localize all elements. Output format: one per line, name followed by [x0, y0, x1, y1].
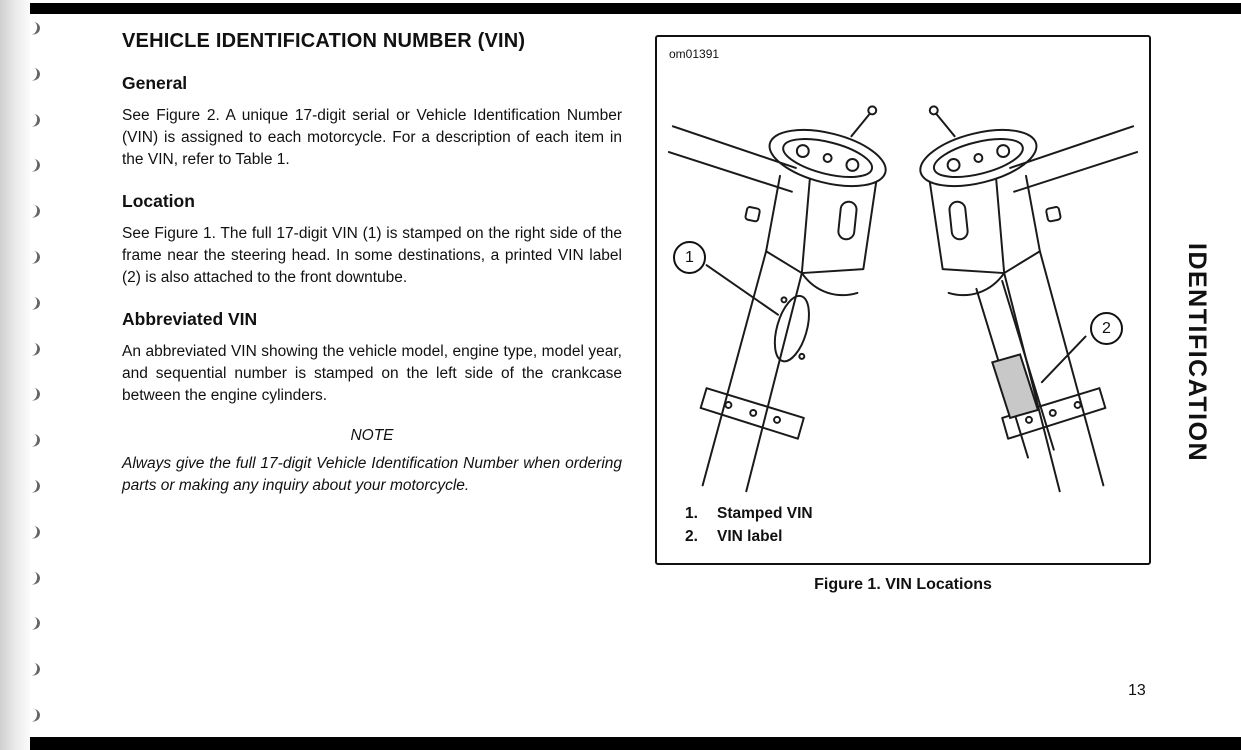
vin-locations-drawing	[667, 105, 1139, 493]
main-text-column: VEHICLE IDENTIFICATION NUMBER (VIN) Gene…	[122, 30, 622, 497]
binding-marks	[29, 21, 42, 723]
binding-mark	[29, 387, 42, 403]
binding-mark	[29, 616, 42, 632]
scan-top-bar	[30, 3, 1241, 14]
binding-mark	[29, 250, 42, 265]
chapter-tab-identification: IDENTIFICATION	[1183, 243, 1211, 463]
binding-mark	[29, 525, 42, 540]
binding-mark	[29, 479, 42, 494]
binding-mark	[29, 112, 42, 128]
page-title: VEHICLE IDENTIFICATION NUMBER (VIN)	[122, 30, 526, 52]
section-heading-general: General	[122, 73, 188, 93]
figure-legend: 1. Stamped VIN 2. VIN label	[685, 505, 813, 551]
figure-box: om01391	[655, 35, 1151, 565]
section-body-abbreviated-vin: An abbreviated VIN showing the vehicle m…	[122, 343, 622, 404]
figure-caption: Figure 1. VIN Locations	[814, 576, 992, 593]
section-heading-location: Location	[122, 191, 195, 211]
page-number: 13	[1128, 682, 1146, 699]
section-heading-abbreviated-vin: Abbreviated VIN	[122, 309, 258, 329]
binding-mark	[29, 21, 42, 36]
binding-mark	[29, 204, 42, 219]
section-body-location: See Figure 1. The full 17-digit VIN (1) …	[122, 225, 622, 286]
legend-item-number: 1.	[685, 505, 698, 522]
legend-item-number: 2.	[685, 528, 698, 545]
figure-image-code: om01391	[669, 47, 720, 61]
binding-mark	[29, 662, 42, 677]
section-body-general: See Figure 2. A unique 17-digit serial o…	[122, 107, 622, 168]
callout-2: 2	[1090, 312, 1123, 345]
callout-1-number: 1	[685, 248, 694, 266]
callout-2-number: 2	[1102, 319, 1111, 337]
note-text: Always give the full 17-digit Vehicle Id…	[122, 455, 622, 494]
note-label: NOTE	[350, 427, 394, 444]
legend-item-stamped-vin: 1. Stamped VIN	[685, 505, 813, 523]
binding-mark	[29, 67, 42, 82]
scan-bottom-bar	[30, 737, 1241, 750]
binding-mark	[29, 341, 42, 357]
legend-item-vin-label: 2. VIN label	[685, 528, 813, 546]
binding-mark	[29, 296, 42, 311]
legend-item-label: VIN label	[717, 528, 783, 545]
legend-item-label: Stamped VIN	[717, 505, 813, 522]
callout-1: 1	[673, 241, 706, 274]
binding-strip	[0, 0, 30, 750]
binding-mark	[29, 570, 42, 586]
binding-mark	[29, 433, 42, 448]
binding-mark	[29, 708, 42, 723]
binding-mark	[29, 158, 42, 174]
